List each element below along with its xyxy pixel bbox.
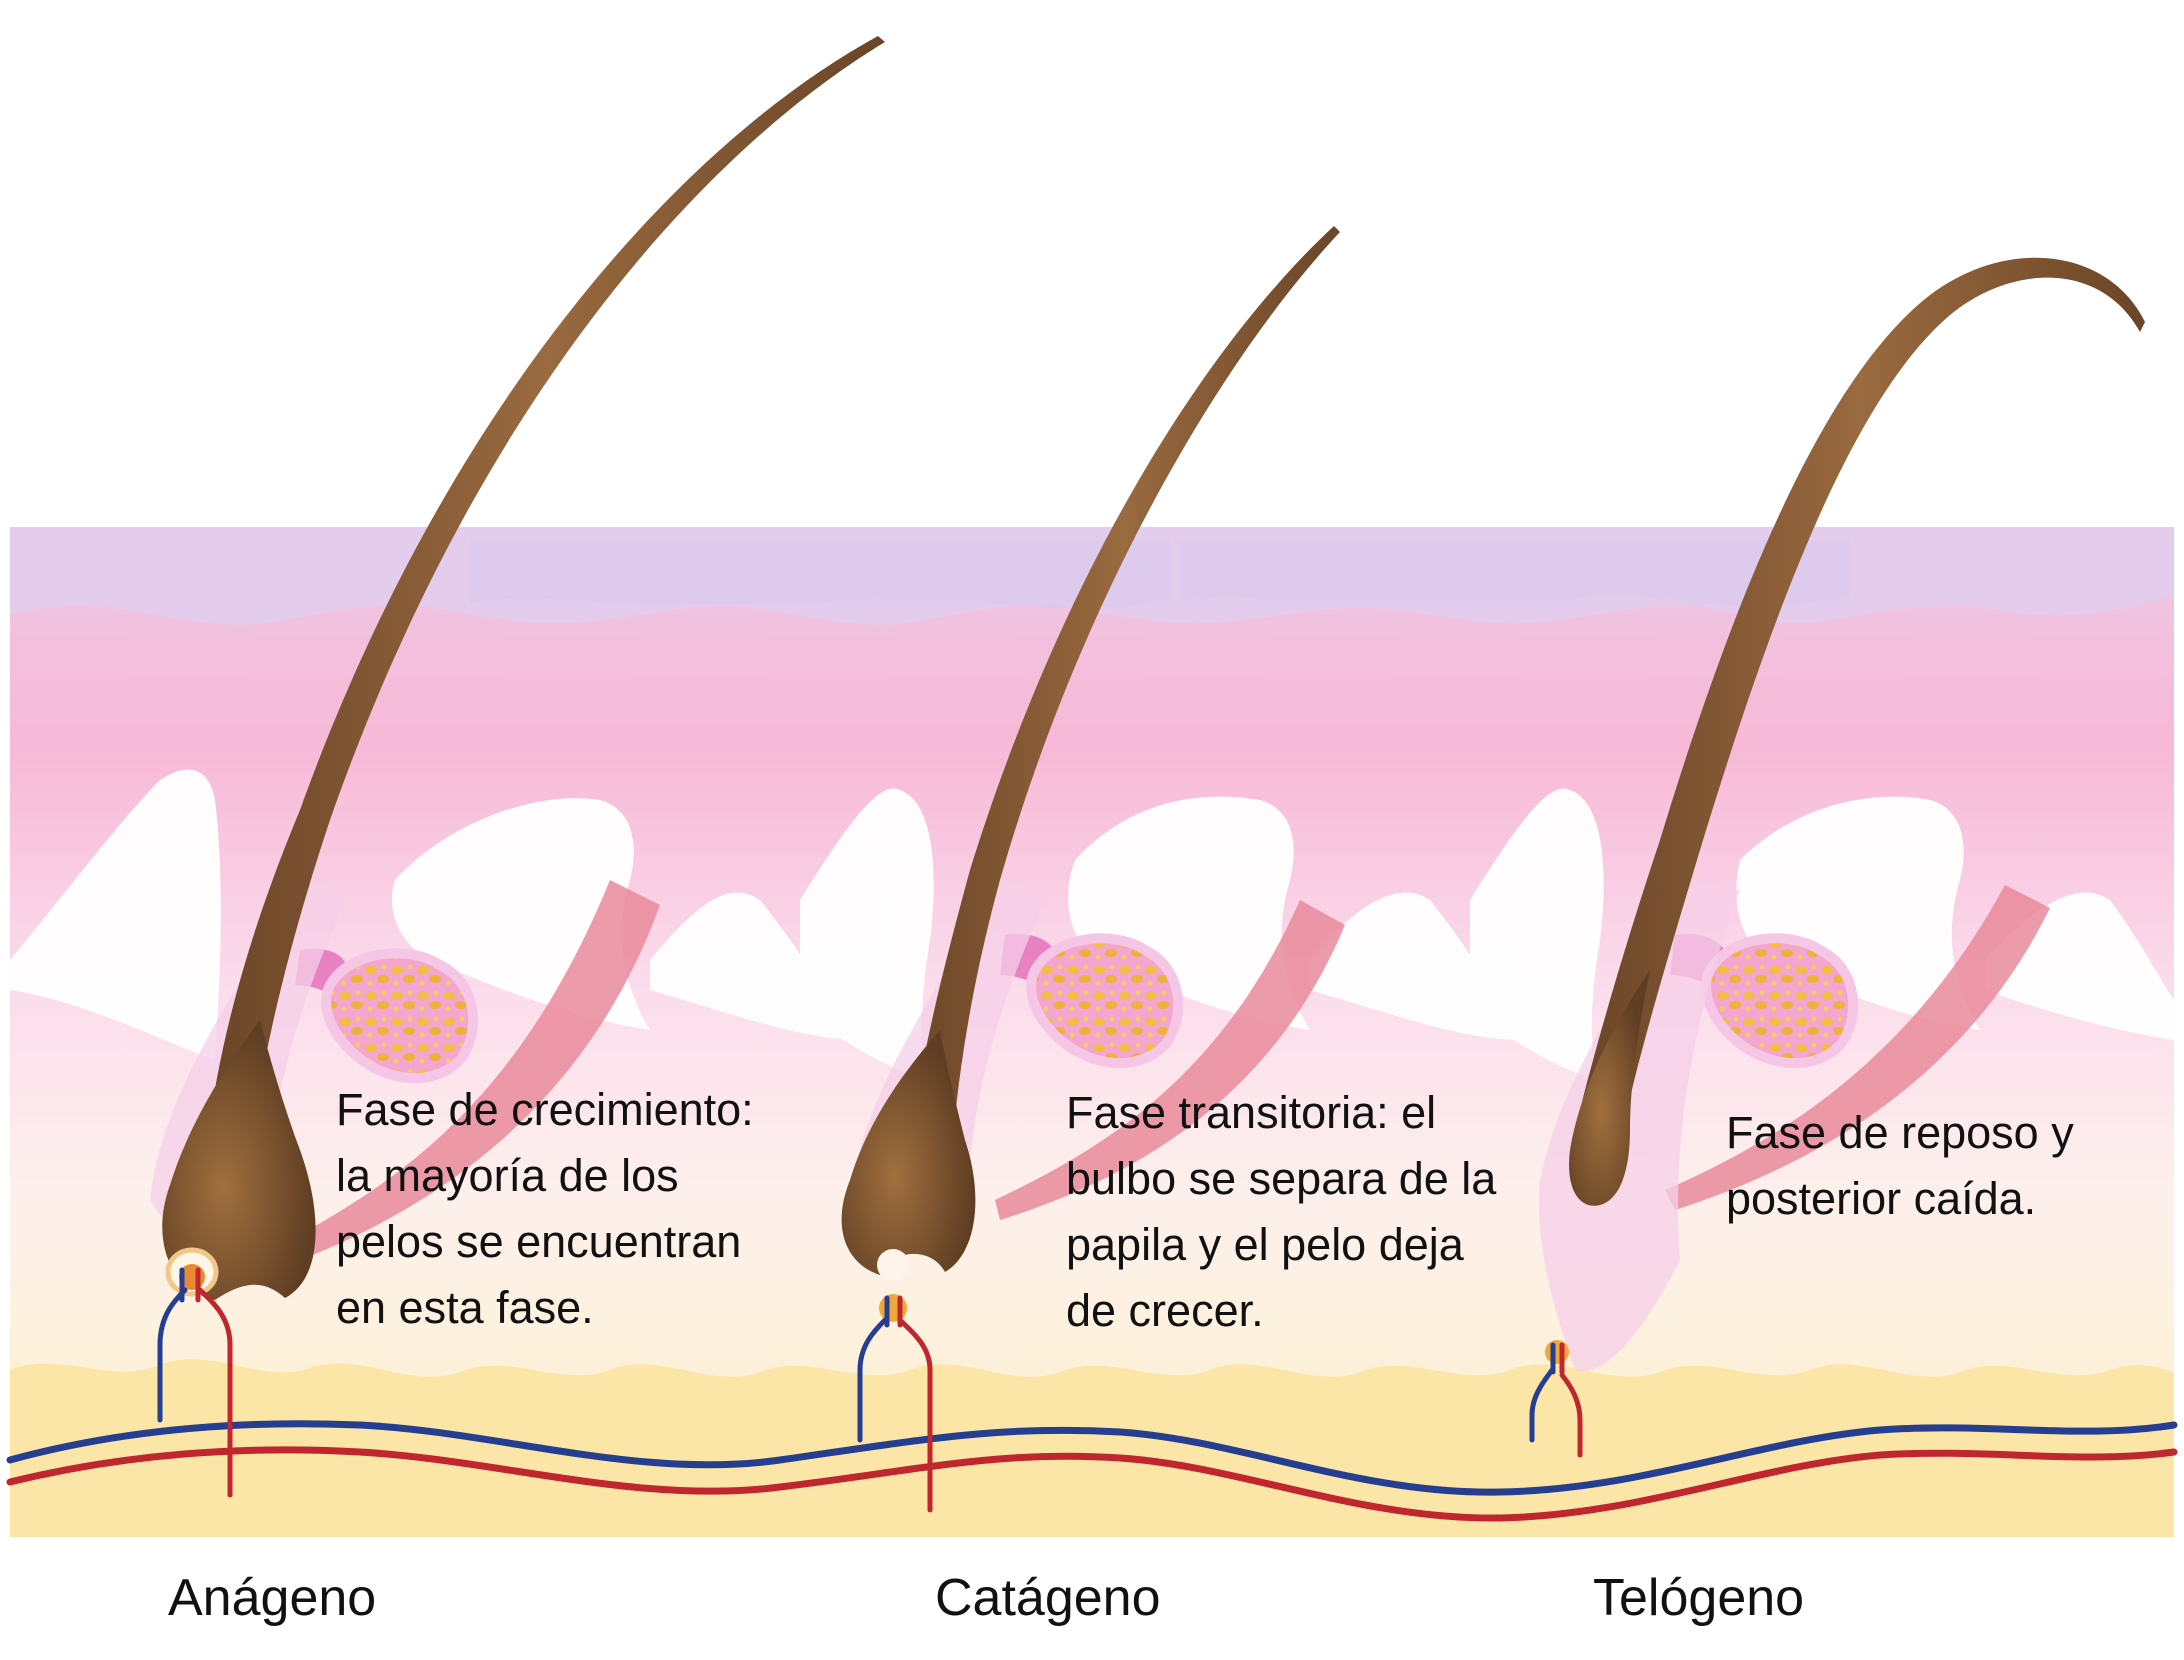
arrector-pili-muscles — [290, 880, 2050, 1260]
telogen-description: Fase de reposo y posterior caída. — [1726, 1107, 2074, 1224]
sebaceous-glands — [321, 933, 1859, 1084]
epidermis-highlight — [470, 540, 1170, 608]
hair-bulbs — [162, 970, 1650, 1300]
anagen-dermal-papilla — [165, 1247, 219, 1297]
catagen-description: Fase transitoria: el bulbo se separa de … — [1066, 1087, 1497, 1336]
blood-vessels — [6, 1267, 2178, 1522]
vein — [6, 1420, 2178, 1496]
catagen-bulb — [841, 1030, 976, 1275]
catagen-label: Catágeno — [935, 1569, 1161, 1627]
subcutaneous-fat-layer — [10, 1359, 2174, 1537]
anagen-label: Anágeno — [168, 1569, 377, 1627]
anagen-description: Fase de crecimiento: la mayoría de los p… — [336, 1084, 754, 1333]
dermal-papillae — [10, 769, 2174, 1080]
telogen-club — [1569, 970, 1650, 1206]
epidermis-highlight — [1180, 540, 1850, 606]
anagen-bulb — [162, 1020, 316, 1300]
artery — [6, 1446, 2178, 1522]
telogen-label: Telógeno — [1593, 1569, 1805, 1627]
